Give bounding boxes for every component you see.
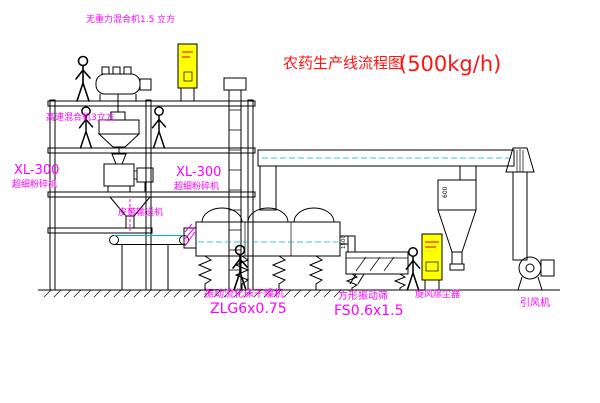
induced-draft-fan bbox=[517, 256, 555, 291]
ground-line bbox=[38, 289, 560, 298]
label-mill-mid-name: 超细粉碎机 bbox=[174, 180, 219, 192]
label-dryer-name: 振动流化床干燥机 bbox=[204, 287, 284, 300]
label-sieve-model: FS0.6x1.5 bbox=[334, 303, 404, 319]
vibrating-sieve: 1500 bbox=[341, 235, 409, 290]
label-mill-left-model: XL-300 bbox=[14, 163, 59, 178]
label-mill-left-name: 超细粉碎机 bbox=[12, 178, 57, 190]
diagram-title: 农药生产线流程图 bbox=[283, 54, 403, 72]
control-cabinet-top bbox=[177, 43, 198, 101]
label-high-speed-mixer: 高速混合机3立方 bbox=[46, 111, 115, 123]
exhaust-duct bbox=[257, 149, 515, 211]
operator-figure bbox=[151, 106, 167, 149]
cyclone-separator: 600 bbox=[437, 179, 477, 271]
diagram-capacity: (500kg/h) bbox=[399, 52, 501, 76]
gravity-free-mixer bbox=[95, 66, 152, 112]
label-cyclone: 旋风除尘器 bbox=[415, 288, 460, 300]
control-cabinet-right bbox=[421, 233, 443, 290]
pulverizer bbox=[103, 153, 154, 192]
label-mill-mid-model: XL-300 bbox=[176, 165, 221, 180]
high-speed-mixer bbox=[97, 111, 141, 154]
label-gravity-free-mixer: 无重力混合机1.5 立方 bbox=[86, 13, 175, 25]
label-sieve-name: 方形振动筛 bbox=[338, 289, 388, 302]
fluid-bed-dryer bbox=[195, 207, 356, 290]
sieve-length-dim: 1500 bbox=[341, 235, 347, 249]
belt-conveyor bbox=[109, 235, 189, 290]
label-dryer-model: ZLG6x0.75 bbox=[210, 301, 287, 317]
operator-figure bbox=[75, 55, 91, 102]
bucket-elevator bbox=[223, 77, 247, 291]
discharge-hopper bbox=[109, 196, 151, 231]
cyclone-diameter-dim: 600 bbox=[442, 186, 449, 198]
label-belt-conveyor: 皮带输送机 bbox=[118, 206, 163, 218]
platform-structure bbox=[47, 99, 256, 291]
exhaust-stack bbox=[505, 147, 535, 261]
label-fan: 引风机 bbox=[520, 296, 550, 309]
